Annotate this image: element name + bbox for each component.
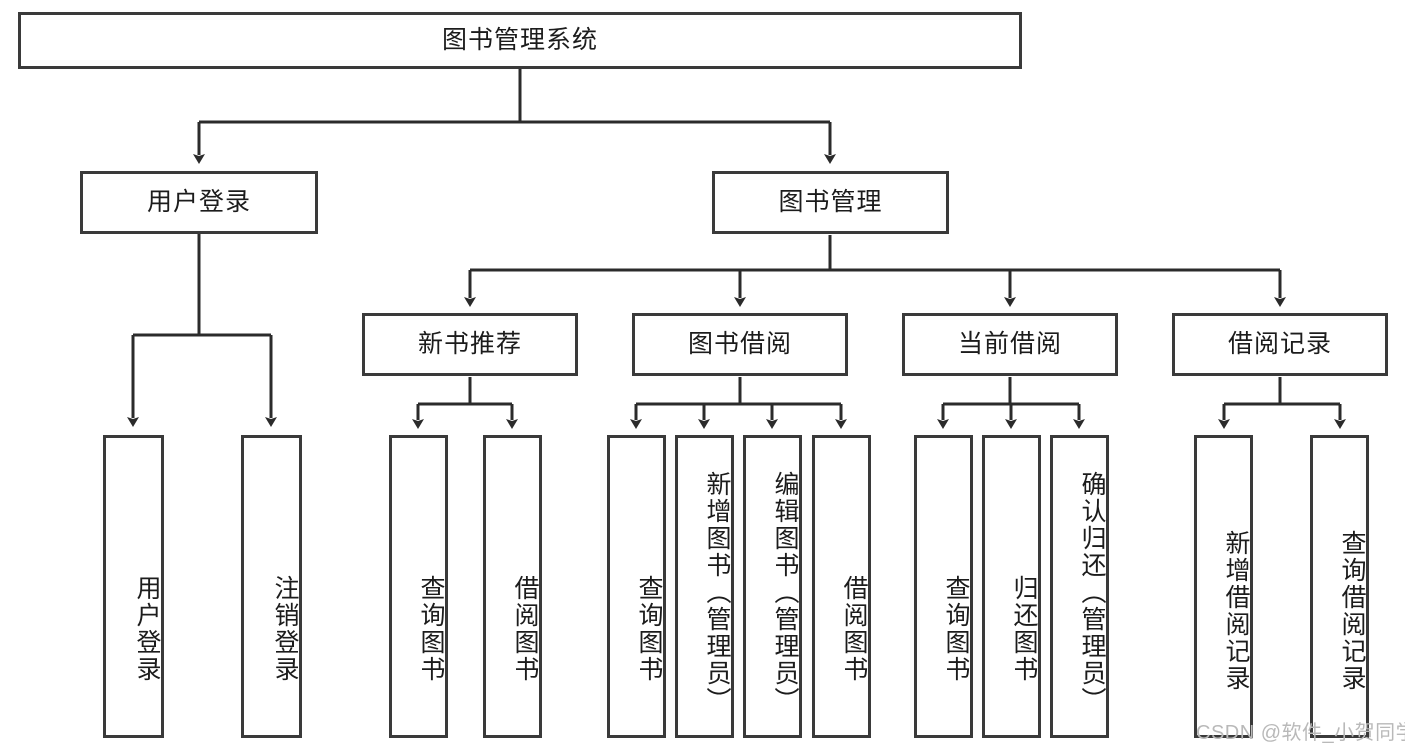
leaf-borrow-borrow-book[interactable]: 借阅图书: [812, 435, 871, 738]
leaf-record-add-borrow-record[interactable]: 新增借阅记录: [1194, 435, 1253, 738]
node-book-management[interactable]: 图书管理: [712, 171, 949, 234]
node-label: 当前借阅: [957, 330, 1062, 358]
node-book-borrow[interactable]: 图书借阅: [632, 313, 848, 376]
node-new-book-recommend[interactable]: 新书推荐: [362, 313, 578, 376]
node-label: 确认归还（管理员）: [1078, 471, 1106, 714]
node-label: 新增借阅记录: [1222, 529, 1250, 692]
node-label: 图书借阅: [687, 330, 792, 358]
node-root[interactable]: 图书管理系统: [18, 12, 1022, 69]
leaf-recommend-query-book[interactable]: 查询图书: [389, 435, 448, 738]
node-label: 查询借阅记录: [1338, 529, 1366, 692]
leaf-current-query-book[interactable]: 查询图书: [914, 435, 973, 738]
node-label: 查询图书: [942, 575, 970, 683]
node-label: 图书管理系统: [441, 26, 598, 54]
node-user-login[interactable]: 用户登录: [80, 171, 318, 234]
leaf-current-return-book[interactable]: 归还图书: [982, 435, 1041, 738]
leaf-borrow-add-book-admin[interactable]: 新增图书（管理员）: [675, 435, 734, 738]
node-borrow-record[interactable]: 借阅记录: [1172, 313, 1388, 376]
node-label: 新增图书（管理员）: [703, 471, 731, 714]
node-current-borrow[interactable]: 当前借阅: [902, 313, 1118, 376]
node-label: 借阅记录: [1227, 330, 1332, 358]
node-label: 注销登录: [271, 575, 299, 683]
node-label: 归还图书: [1010, 575, 1038, 683]
leaf-current-confirm-return-admin[interactable]: 确认归还（管理员）: [1050, 435, 1109, 738]
node-label: 用户登录: [133, 575, 161, 683]
leaf-borrow-query-book[interactable]: 查询图书: [607, 435, 666, 738]
node-label: 查询图书: [635, 575, 663, 683]
node-label: 用户登录: [146, 188, 251, 216]
leaf-record-query-borrow-record[interactable]: 查询借阅记录: [1310, 435, 1369, 738]
node-label: 编辑图书（管理员）: [771, 471, 799, 714]
leaf-user-login[interactable]: 用户登录: [103, 435, 164, 738]
leaf-user-logout[interactable]: 注销登录: [241, 435, 302, 738]
node-label: 新书推荐: [417, 330, 522, 358]
leaf-borrow-edit-book-admin[interactable]: 编辑图书（管理员）: [743, 435, 802, 738]
csdn-watermark: CSDN @软件_小贺同学: [1196, 722, 1405, 744]
node-label: 查询图书: [417, 575, 445, 683]
node-label: 借阅图书: [840, 575, 868, 683]
node-label: 图书管理: [778, 188, 883, 216]
node-label: 借阅图书: [511, 575, 539, 683]
leaf-recommend-borrow-book[interactable]: 借阅图书: [483, 435, 542, 738]
